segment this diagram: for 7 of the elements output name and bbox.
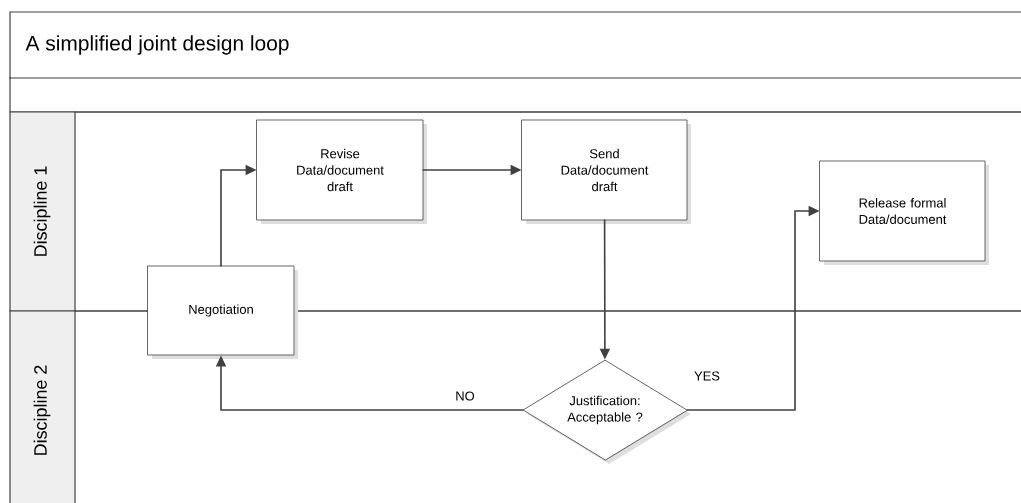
process-box: Release formal Data/document xyxy=(819,160,989,265)
edge-label: NO xyxy=(454,390,476,402)
edge-label: YES xyxy=(693,370,721,382)
process-box: Send Data/document draft xyxy=(521,119,691,224)
diagram-title: A simplified joint design loop xyxy=(25,35,289,55)
process-box: Revise Data/document draft xyxy=(256,119,427,224)
process-box: Negotiation xyxy=(147,265,298,359)
